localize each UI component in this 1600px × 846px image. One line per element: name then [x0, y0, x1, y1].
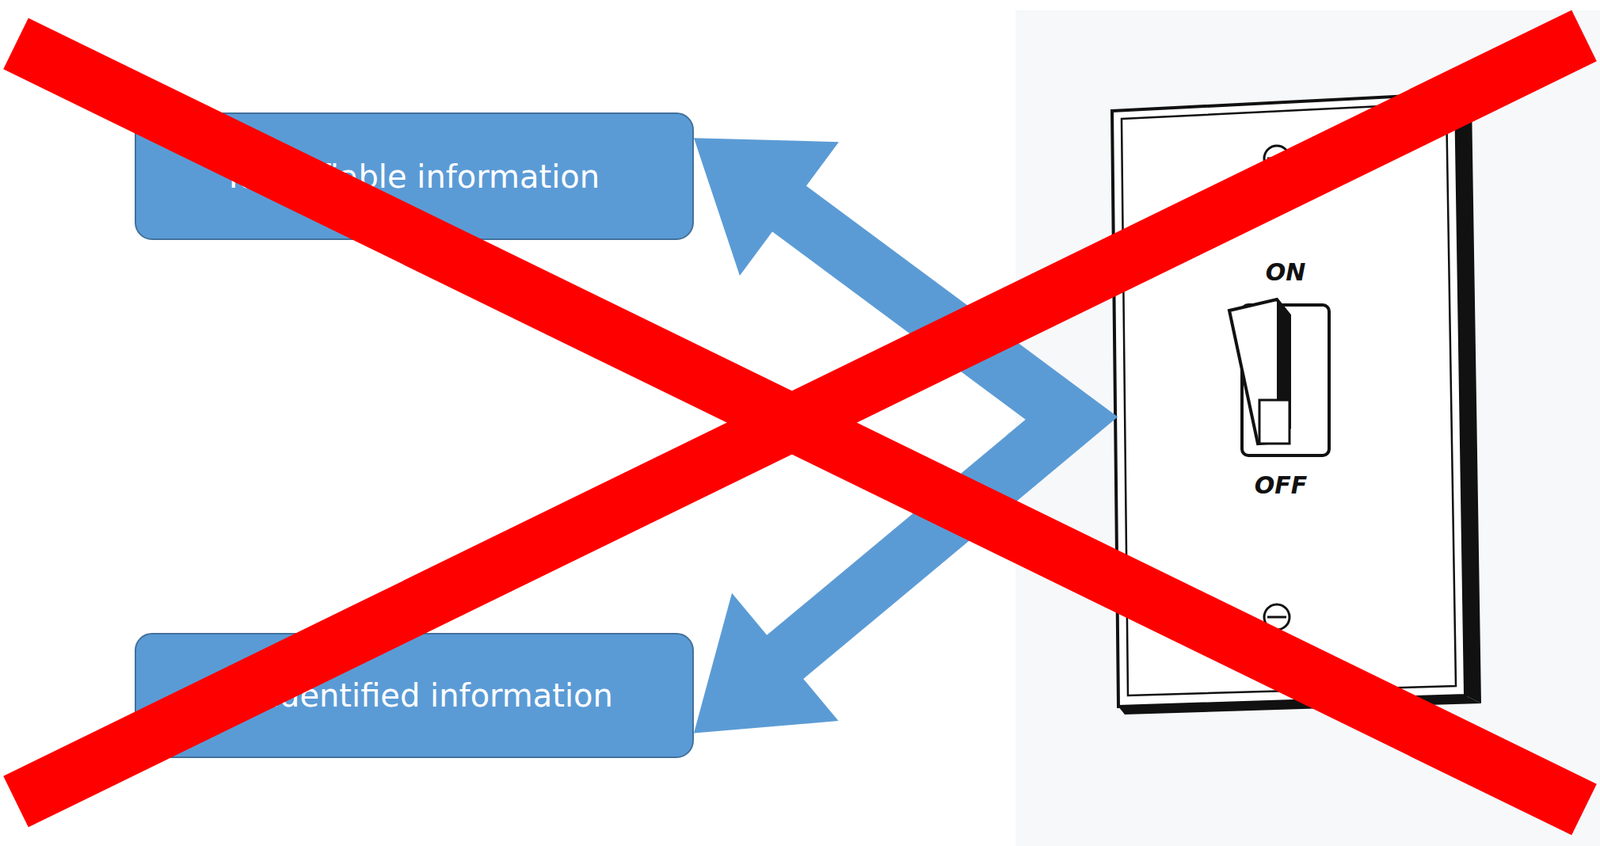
- switch-label: ON: [1265, 258, 1307, 286]
- plate-screw-slot: [1267, 616, 1287, 619]
- switch-plate-edge: [1455, 93, 1482, 704]
- toggle-base: [1259, 400, 1290, 444]
- arrow-head: [693, 137, 839, 276]
- cross-stroke: [15, 35, 1585, 802]
- switch-label: OFF: [1254, 471, 1308, 500]
- arrow-head: [693, 593, 839, 734]
